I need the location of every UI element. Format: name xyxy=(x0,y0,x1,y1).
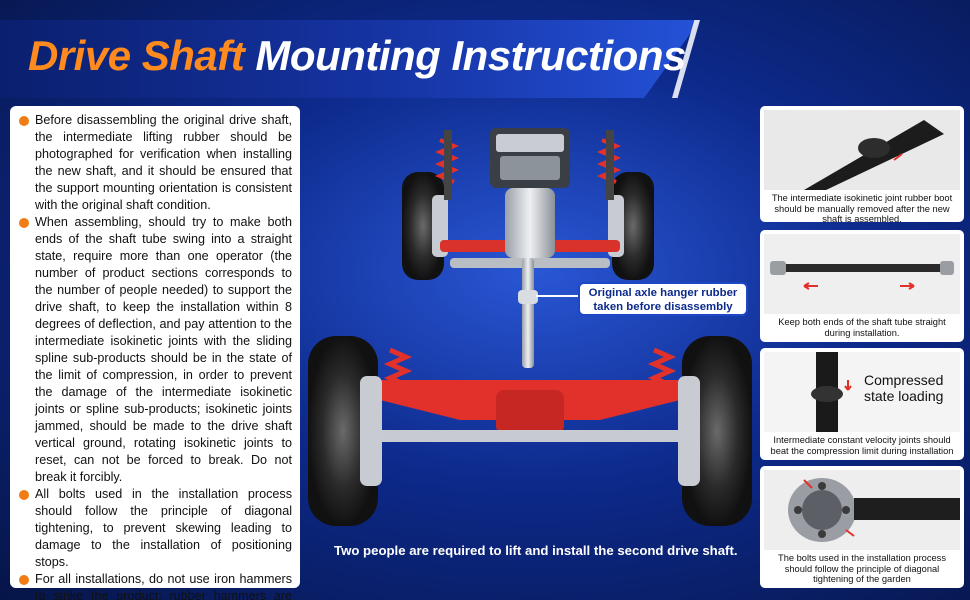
card-caption-4: The bolts used in the installation proce… xyxy=(778,553,946,584)
compressed-joint-photo xyxy=(764,352,960,432)
rear-left-wheel xyxy=(308,336,382,526)
front-right-wheel xyxy=(608,172,654,280)
title-banner xyxy=(0,20,700,98)
bullet-icon xyxy=(19,218,29,228)
compressed-state-label: Compressed state loading xyxy=(864,372,944,404)
drive-shaft xyxy=(518,258,538,368)
title-part-2: Mounting Instructions xyxy=(255,32,686,79)
instruction-text-4: For all installations, do not use iron h… xyxy=(35,572,292,600)
bullet-icon xyxy=(19,116,29,126)
instruction-item-2: When assembling, should try to make both… xyxy=(18,214,292,486)
joint-bolts-photo xyxy=(764,470,960,550)
shaft-boot-photo xyxy=(764,110,960,190)
card-compression: Compressed state loading Intermediate co… xyxy=(760,348,964,460)
card-rubber-boot: The intermediate isokinetic joint rubber… xyxy=(760,106,964,224)
instruction-item-4: For all installations, do not use iron h… xyxy=(18,571,292,600)
bottom-caption: Two people are required to lift and inst… xyxy=(334,543,738,558)
chassis-illustration xyxy=(308,128,752,526)
instruction-item-1: Before disassembling the original drive … xyxy=(18,112,292,214)
straight-shaft-photo xyxy=(764,234,960,314)
rear-axle xyxy=(370,380,690,442)
page-title: Drive Shaft Mounting Instructions xyxy=(28,32,686,80)
instructions-list: Before disassembling the original drive … xyxy=(18,112,292,600)
instruction-text-2: When assembling, should try to make both… xyxy=(35,215,292,484)
card-bolts: The bolts used in the installation proce… xyxy=(760,466,964,588)
card-caption-1: The intermediate isokinetic joint rubber… xyxy=(771,193,953,224)
engine xyxy=(490,128,570,258)
instruction-text-3: All bolts used in the installation proce… xyxy=(35,487,292,569)
instructions-panel: Before disassembling the original drive … xyxy=(10,106,300,600)
rear-springs xyxy=(383,347,677,402)
instruction-text-1: Before disassembling the original drive … xyxy=(35,113,292,212)
front-left-wheel xyxy=(402,172,448,280)
card-caption-3: Intermediate constant velocity joints sh… xyxy=(770,435,954,456)
bullet-icon xyxy=(19,490,29,500)
card-caption-2: Keep both ends of the shaft tube straigh… xyxy=(778,317,946,338)
card-shaft-straight: Keep both ends of the shaft tube straigh… xyxy=(760,230,964,342)
card-image-bolts xyxy=(764,470,960,550)
card-image-compression: Compressed state loading xyxy=(764,352,960,432)
callout-label: Original axle hanger rubber taken before… xyxy=(578,282,748,316)
card-image-shaft-straight xyxy=(764,234,960,314)
card-image-rubber-boot xyxy=(764,110,960,190)
title-part-1: Drive Shaft xyxy=(28,32,245,79)
bullet-icon xyxy=(19,575,29,585)
rear-right-wheel xyxy=(678,336,752,526)
instruction-item-3: All bolts used in the installation proce… xyxy=(18,486,292,571)
